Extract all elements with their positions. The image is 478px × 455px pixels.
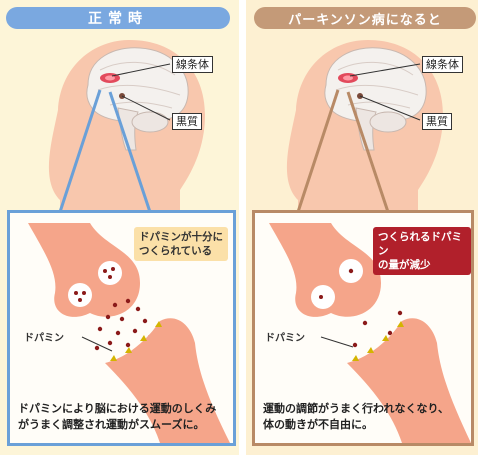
parkinson-synapse-illustration <box>269 223 471 443</box>
normal-caption: ドパミンにより脳における運動のしくみ がうまく調整され運動がスムーズに。 <box>18 402 217 431</box>
substantia-nigra-label: 黒質 <box>172 113 202 130</box>
zoom-lines <box>296 89 390 213</box>
vesicle <box>68 283 92 307</box>
presynaptic-terminal <box>28 223 140 317</box>
parkinson-callout: つくられるドパミン の量が減少 <box>373 227 471 275</box>
parkinson-title: パーキンソン病になると <box>254 7 476 29</box>
parkinson-synapse-box: つくられるドパミン の量が減少 ドパミン 運動の調節がうまく行われなくなり、 体… <box>252 210 474 446</box>
parkinson-head-illustration <box>286 40 443 213</box>
receptors <box>352 321 404 361</box>
parkinson-caption: 運動の調節がうまく行われなくなり、 体の動きが不自由に。 <box>263 402 450 431</box>
receptors <box>110 321 162 361</box>
striatum-label: 線条体 <box>172 56 213 73</box>
vesicle <box>98 261 122 285</box>
dopamine-label: ドパミン <box>265 333 305 344</box>
normal-title: 正常時 <box>6 7 230 29</box>
dopamine-label: ドパミン <box>24 333 64 344</box>
striatum-label: 線条体 <box>422 56 463 73</box>
zoom-lines <box>58 89 152 213</box>
cerebellum <box>131 111 169 133</box>
parkinson-panel: パーキンソン病になると 線条体 黒質 <box>246 0 478 455</box>
normal-synapse-illustration <box>28 223 230 443</box>
brain <box>86 47 189 123</box>
dopamine-molecules <box>352 310 403 348</box>
normal-callout: ドパミンが十分に つくられている <box>134 227 228 261</box>
normal-head-illustration <box>48 40 205 213</box>
cerebellum <box>369 111 407 133</box>
presynaptic-terminal <box>269 223 381 317</box>
normal-panel: 正常時 線条体 黒質 <box>0 0 239 455</box>
postsynaptic-neuron <box>105 318 230 443</box>
brain <box>324 47 427 123</box>
normal-synapse-box: ドパミンが十分に つくられている ドパミン ドパミンにより脳における運動のしくみ… <box>7 210 236 446</box>
postsynaptic-neuron <box>347 318 471 443</box>
substantia-nigra-label: 黒質 <box>422 113 452 130</box>
